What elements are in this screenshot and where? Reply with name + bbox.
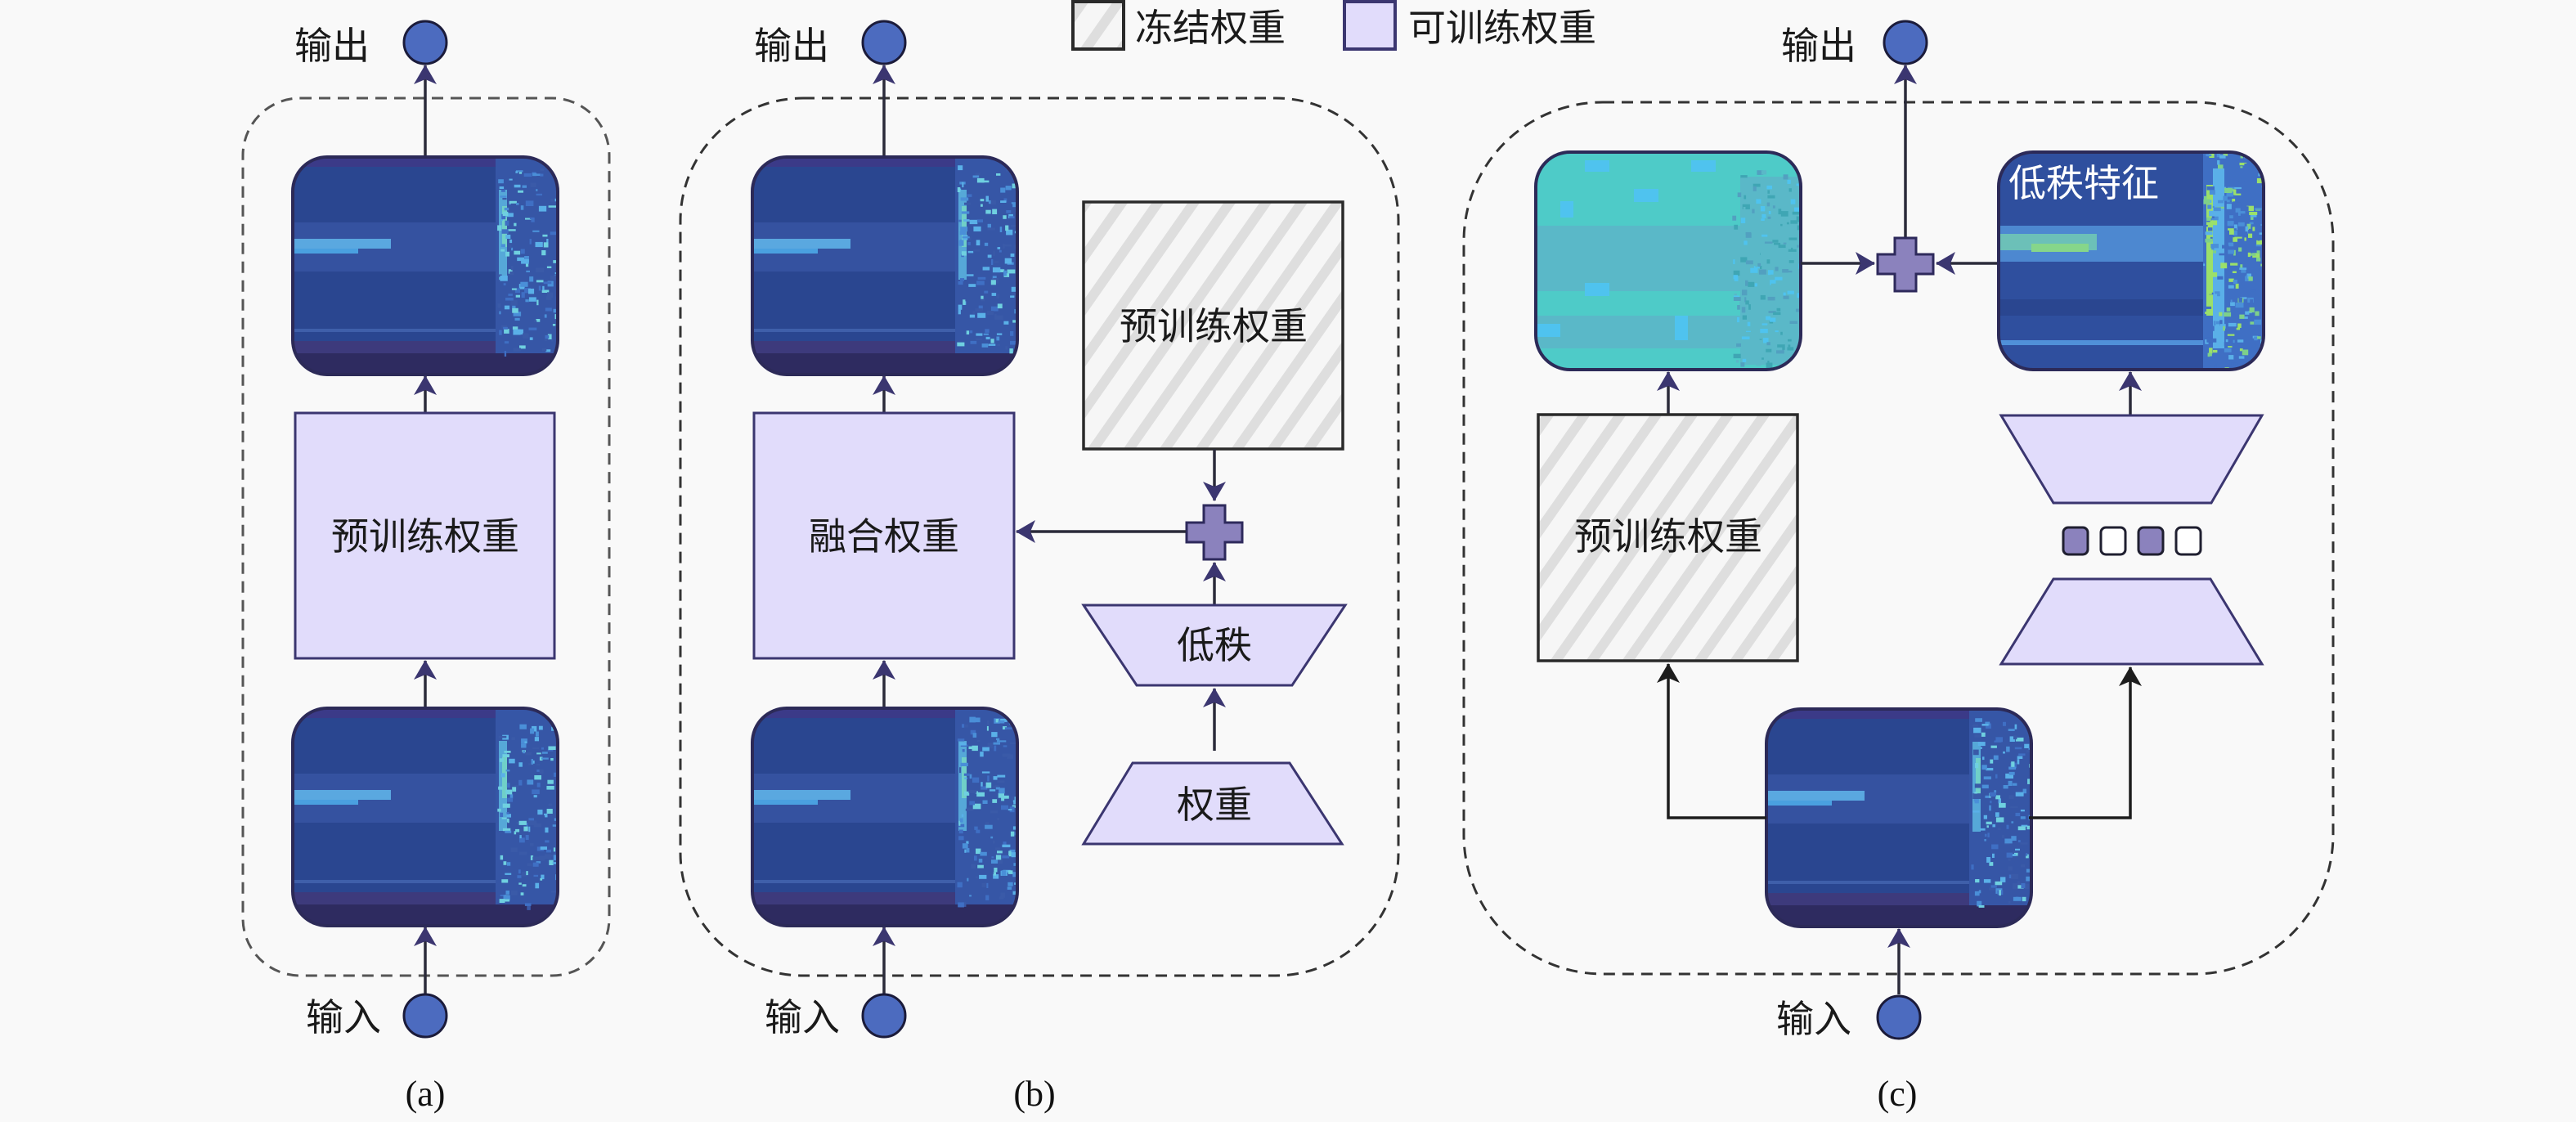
- panel-c-pretrained-feature-heatmap: [1534, 150, 1802, 371]
- rank-unit-empty: [2174, 526, 2202, 556]
- panel-c-arrow-input-to-frozen: [1657, 663, 1766, 819]
- panel-b-fused-weight-label: 融合权重: [809, 514, 959, 559]
- panel-c-frozen-pretrained-box: [1537, 413, 1799, 662]
- panel-a: 输出 预训练权重 输入 (a): [241, 20, 611, 1114]
- panel-c-input-label: 输入: [1776, 997, 1851, 1041]
- panel-b-output-feature-heatmap: [751, 155, 1019, 376]
- panel-a-pretrained-weight-label: 预训练权重: [331, 514, 519, 559]
- panel-a-output-label: 输出: [294, 24, 370, 68]
- panel-b-weight-label: 权重: [1177, 783, 1252, 827]
- panel-a-pretrained-weight-box: [294, 411, 556, 660]
- rank-unit-filled: [2062, 526, 2089, 556]
- panel-c-input-node: [1876, 994, 1922, 1040]
- panel-a-input-label: 输入: [306, 995, 381, 1039]
- panel-b-lowrank-trapezoid: [1081, 604, 1348, 687]
- panel-a-caption: (a): [406, 1074, 446, 1114]
- panel-b-lowrank-label: 低秩: [1177, 623, 1252, 667]
- panel-b-input-node: [861, 993, 907, 1039]
- panel-b: 输出 融合权重 输入 预训练权重 低秩 权重 (b): [679, 20, 1400, 1114]
- panel-b-output-node: [861, 20, 907, 65]
- panel-a-output-feature-heatmap: [291, 155, 559, 376]
- panel-b-plus-icon: [1185, 504, 1244, 561]
- panel-c-lowrank-feature-label: 低秩特征: [2008, 161, 2159, 205]
- frozen-swatch: [1071, 0, 1125, 51]
- panel-c-caption: (c): [1878, 1074, 1918, 1114]
- panel-c-output-node: [1883, 20, 1928, 65]
- panel-b-input-feature-heatmap: [751, 707, 1019, 927]
- rank-unit-empty: [2099, 526, 2127, 556]
- panel-b-frozen-pretrained-box: [1082, 200, 1344, 451]
- legend-trainable-label: 可训练权重: [1408, 6, 1596, 50]
- legend-frozen-label: 冻结权重: [1135, 6, 1286, 50]
- panel-b-fused-weight-box: [752, 411, 1016, 660]
- panel-b-output-label: 输出: [754, 24, 829, 68]
- panel-c-container: [1462, 101, 2335, 976]
- panel-b-caption: (b): [1013, 1074, 1055, 1114]
- panel-b-weight-trapezoid: [1081, 761, 1344, 846]
- panel-c-lower-trapezoid: [1999, 577, 2264, 666]
- panel-c-output-label: 输出: [1781, 24, 1856, 68]
- panel-c-upper-trapezoid: [1999, 414, 2264, 505]
- panel-a-input-feature-heatmap: [291, 707, 559, 927]
- panel-c-plus-icon: [1876, 236, 1935, 293]
- panel-c-input-feature-heatmap: [1765, 707, 2033, 928]
- legend-item-frozen: 冻结权重: [1071, 0, 1286, 51]
- panel-b-input-label: 输入: [765, 995, 840, 1039]
- panel-b-container: [679, 96, 1400, 977]
- panel-c-rank-units: [2062, 526, 2202, 556]
- trainable-swatch: [1343, 0, 1397, 51]
- panel-c-arrow-input-to-encoder: [2029, 666, 2142, 819]
- panel-a-input-node: [402, 993, 448, 1039]
- panel-a-output-node: [402, 20, 448, 65]
- panel-b-frozen-pretrained-label: 预训练权重: [1120, 304, 1308, 348]
- legend: 冻结权重 可训练权重: [1071, 0, 1596, 51]
- rank-unit-filled: [2137, 526, 2165, 556]
- panel-c-lowrank-feature-heatmap: [1997, 150, 2265, 371]
- legend-item-trainable: 可训练权重: [1343, 0, 1596, 51]
- panel-c-frozen-pretrained-label: 预训练权重: [1574, 514, 1762, 559]
- panel-c: 输出 低秩特征 预训练权重 输入 (c): [1462, 20, 2335, 1114]
